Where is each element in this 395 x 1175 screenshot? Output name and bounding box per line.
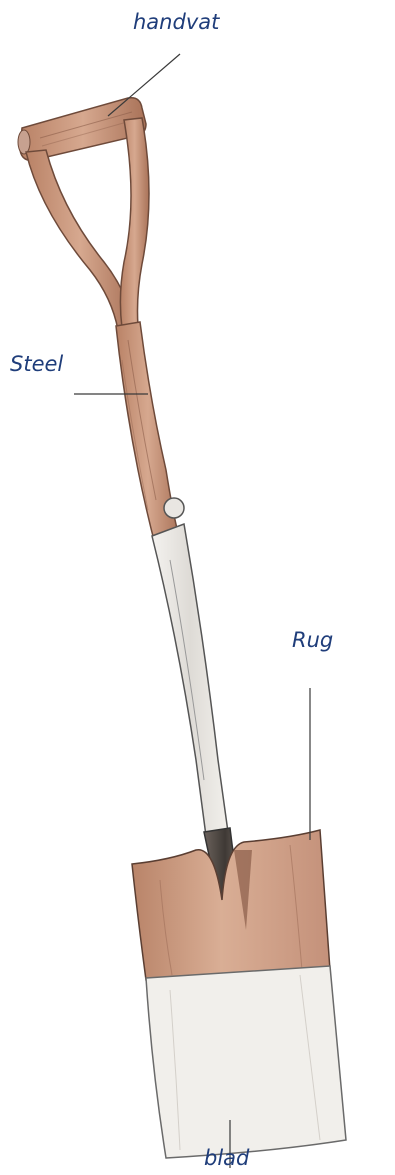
- blade-lower: [146, 966, 346, 1158]
- leader-line-handle: [108, 54, 180, 116]
- label-back: Rug: [292, 630, 333, 651]
- label-shaft: Steel: [10, 354, 63, 375]
- handle-arms: [26, 118, 149, 330]
- label-blade: blad: [204, 1148, 249, 1169]
- metal-strap: [152, 498, 228, 836]
- label-handle: handvat: [133, 12, 219, 33]
